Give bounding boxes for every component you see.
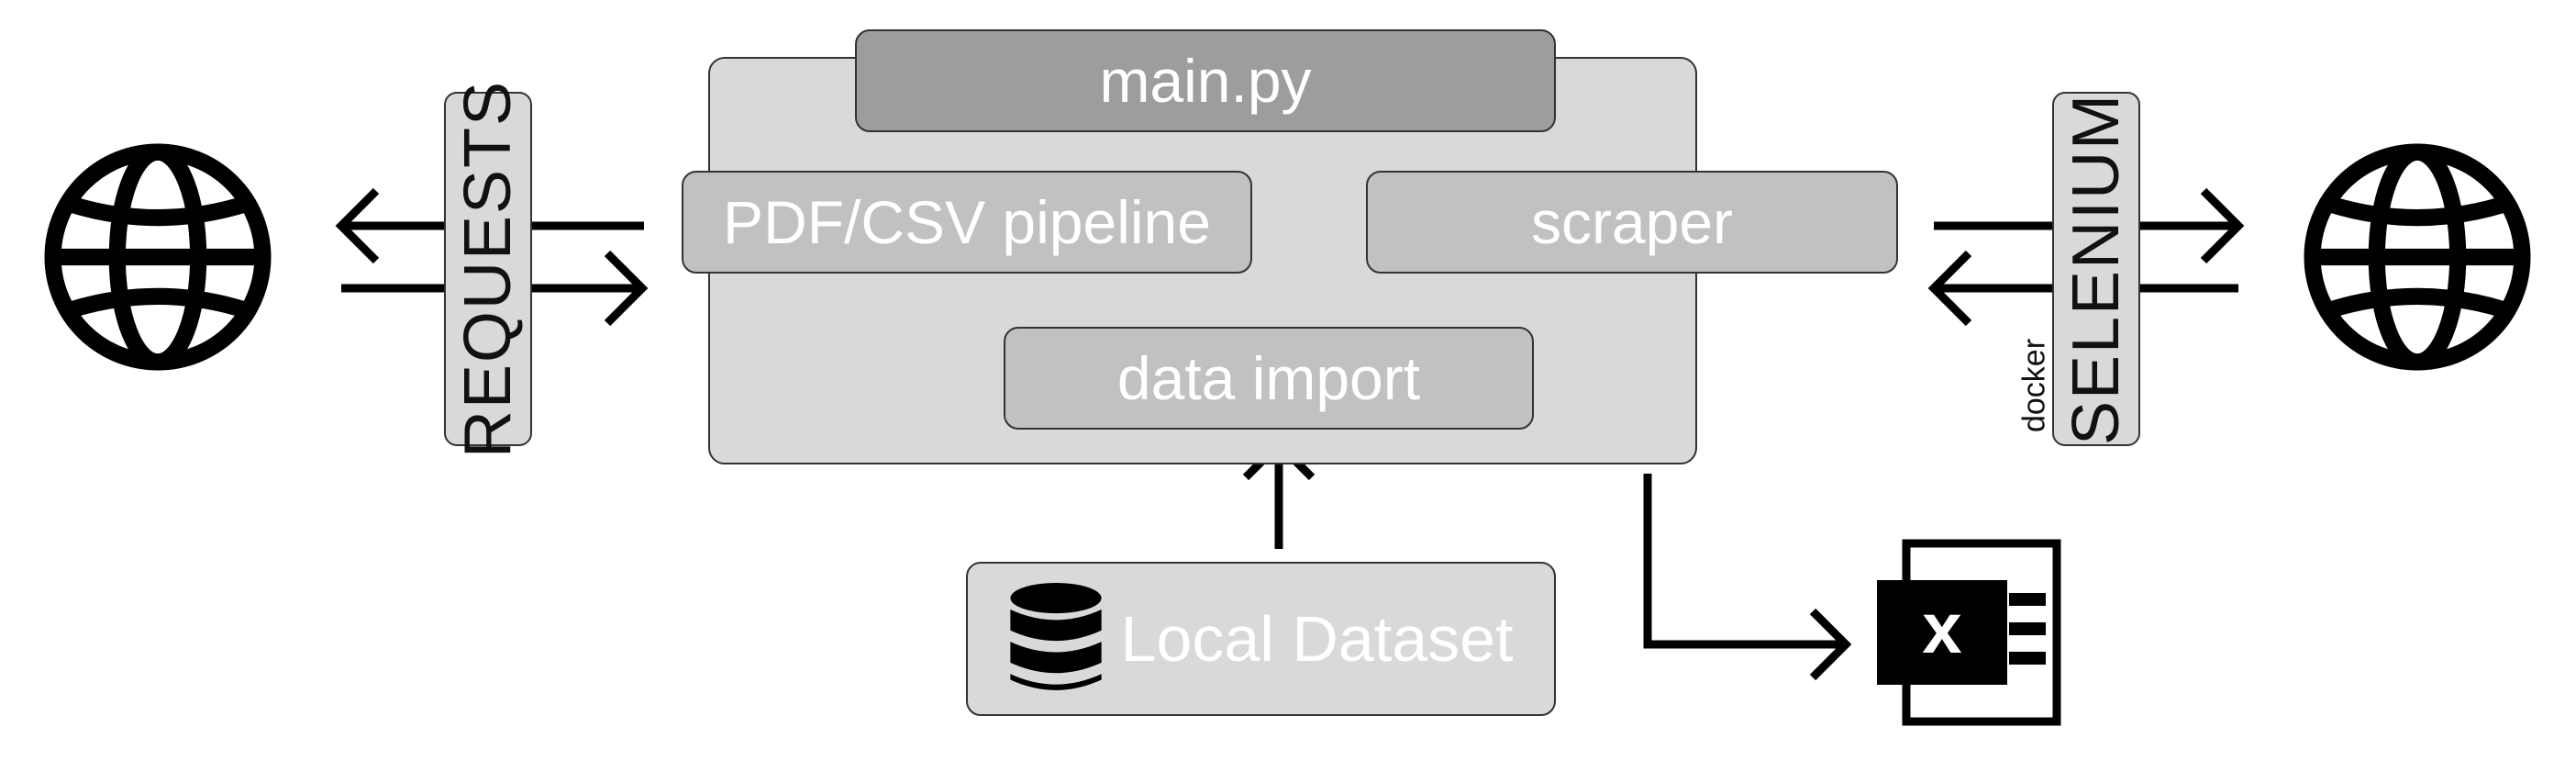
pdf-pipeline-box: PDF/CSV pipeline [682,171,1252,274]
excel-icon: x [1877,539,2061,726]
docker-label: docker [2016,338,2052,433]
scraper-label: scraper [1530,188,1734,256]
data-import-label: data import [1116,344,1421,412]
local-dataset-box: Local Dataset [966,562,1556,716]
pdf-pipeline-label: PDF/CSV pipeline [723,188,1211,256]
local-dataset-label: Local Dataset [1120,603,1514,675]
requests-label-box [444,92,532,446]
scraper-box: scraper [1366,171,1898,274]
selenium-label: SELENIUM [2060,92,2133,446]
globe-icon [2304,143,2531,371]
database-icon [1010,583,1103,690]
main-title-box: main.py [855,29,1556,132]
data-import-box: data import [1004,327,1534,430]
svg-text:x: x [1922,587,1961,668]
main-title: main.py [1099,47,1312,115]
requests-label: REQUESTS [451,79,525,459]
arrow-to-excel [1643,474,1852,681]
globe-icon [44,143,272,371]
selenium-label-box [2052,92,2140,446]
